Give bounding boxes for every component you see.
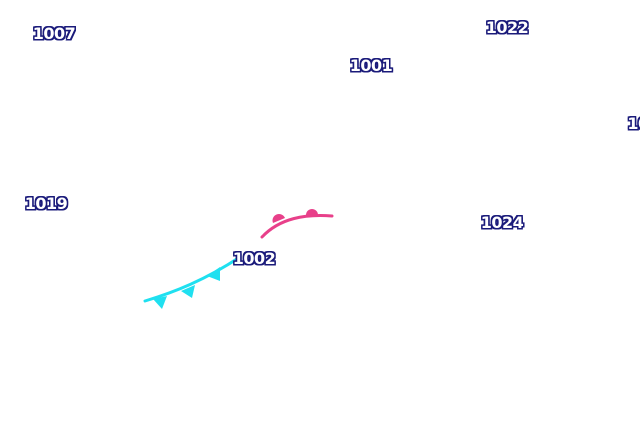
high-pressure-symbol: 高 [498, 0, 516, 16]
cold-front [143, 255, 242, 309]
high-pressure-center: 高 1022 [477, 0, 537, 49]
cold-front-triangle [207, 267, 220, 281]
low-pressure-symbol: 低 [45, 1, 63, 22]
warm-front [260, 209, 334, 239]
low-pressure-center: 低 10 [608, 85, 640, 145]
low-pressure-center: 低 1002 [224, 220, 284, 280]
high-pressure-center: 高 1019 [16, 165, 76, 225]
low-pressure-symbol: 低 [362, 33, 380, 54]
pressure-label: 1019 [24, 194, 68, 213]
high-pressure-symbol: 高 [493, 190, 511, 211]
warm-front-line [260, 214, 334, 239]
high-pressure-center: 高 1024 [472, 184, 532, 244]
low-pressure-center: 低 1007 [24, 0, 84, 55]
pressure-label: 1024 [480, 213, 524, 232]
high-pressure-symbol: 高 [37, 171, 55, 192]
cold-front-triangle [181, 285, 195, 298]
pressure-label: 1007 [32, 24, 76, 43]
pressure-label: 1002 [232, 249, 276, 268]
low-pressure-symbol: 低 [629, 91, 640, 112]
low-pressure-symbol: 低 [245, 226, 263, 247]
pressure-label: 10 [627, 114, 640, 133]
pressure-label: 1001 [349, 56, 393, 75]
warm-front-semicircle [306, 209, 318, 215]
cold-front-line [143, 255, 242, 303]
warm-front-semicircle [272, 214, 285, 223]
cold-front-triangle [153, 296, 167, 309]
pressure-label: 1022 [485, 18, 529, 37]
low-pressure-center: 低 1001 [341, 27, 401, 87]
